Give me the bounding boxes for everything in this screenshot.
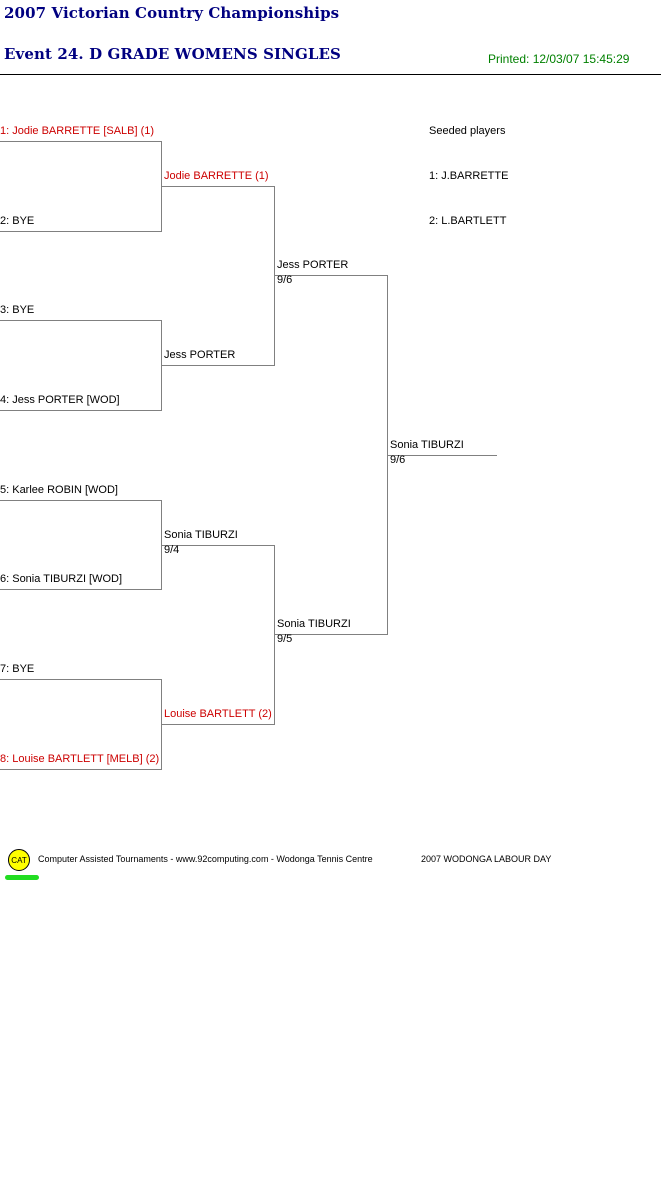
r1-entry-5: 5: Karlee ROBIN [WOD] xyxy=(0,484,118,496)
r2-line-1 xyxy=(161,186,275,187)
r1-line-1 xyxy=(0,141,162,142)
r1-line-8 xyxy=(0,769,162,770)
footer-event-name: 2007 WODONGA LABOUR DAY xyxy=(421,854,552,864)
seed-item-2: 2: L.BARTLETT xyxy=(429,215,507,227)
r2-line-2 xyxy=(161,365,275,366)
r3-line-1 xyxy=(274,275,388,276)
r2-connector-2 xyxy=(274,545,275,725)
winner-entry: Sonia TIBURZI xyxy=(390,439,464,451)
r1-entry-8: 8: Louise BARTLETT [MELB] (2) xyxy=(0,753,160,765)
r2-score-3: 9/4 xyxy=(164,544,180,556)
r2-entry-3: Sonia TIBURZI xyxy=(164,529,238,541)
r1-entry-1: 1: Jodie BARRETTE [SALB] (1) xyxy=(0,125,155,137)
r1-line-2 xyxy=(0,231,162,232)
cat-logo-underline xyxy=(5,875,39,880)
r3-score-1: 9/6 xyxy=(277,274,293,286)
r1-line-3 xyxy=(0,320,162,321)
winner-score: 9/6 xyxy=(390,454,406,466)
tournament-title: 2007 Victorian Country Championships xyxy=(4,4,340,22)
r1-entry-6: 6: Sonia TIBURZI [WOD] xyxy=(0,573,123,585)
r1-entry-2: 2: BYE xyxy=(0,215,35,227)
seeded-players-title: Seeded players xyxy=(429,125,506,137)
r2-entry-2: Jess PORTER xyxy=(164,349,236,361)
r1-line-7 xyxy=(0,679,162,680)
r1-entry-7: 7: BYE xyxy=(0,663,35,675)
r1-line-4 xyxy=(0,410,162,411)
footer-credit: Computer Assisted Tournaments - www.92co… xyxy=(38,854,373,864)
footer: CAT Computer Assisted Tournaments - www.… xyxy=(5,846,648,886)
cat-logo-icon: CAT xyxy=(8,849,30,871)
seed-item-1: 1: J.BARRETTE xyxy=(429,170,509,182)
r3-entry-2: Sonia TIBURZI xyxy=(277,618,351,630)
r3-score-2: 9/5 xyxy=(277,633,293,645)
r1-entry-3: 3: BYE xyxy=(0,304,35,316)
r2-line-3 xyxy=(161,545,275,546)
r2-entry-4: Louise BARTLETT (2) xyxy=(164,708,272,720)
r1-line-6 xyxy=(0,589,162,590)
r3-line-2 xyxy=(274,634,388,635)
printed-timestamp: Printed: 12/03/07 15:45:29 xyxy=(488,52,630,66)
r1-line-5 xyxy=(0,500,162,501)
r2-connector-1 xyxy=(274,186,275,366)
event-title: Event 24. D GRADE WOMENS SINGLES xyxy=(4,45,341,63)
header-divider xyxy=(0,74,661,75)
r1-entry-4: 4: Jess PORTER [WOD] xyxy=(0,394,120,406)
r3-entry-1: Jess PORTER xyxy=(277,259,349,271)
r2-entry-1: Jodie BARRETTE (1) xyxy=(164,170,269,182)
r2-line-4 xyxy=(161,724,275,725)
winner-line xyxy=(387,455,497,456)
